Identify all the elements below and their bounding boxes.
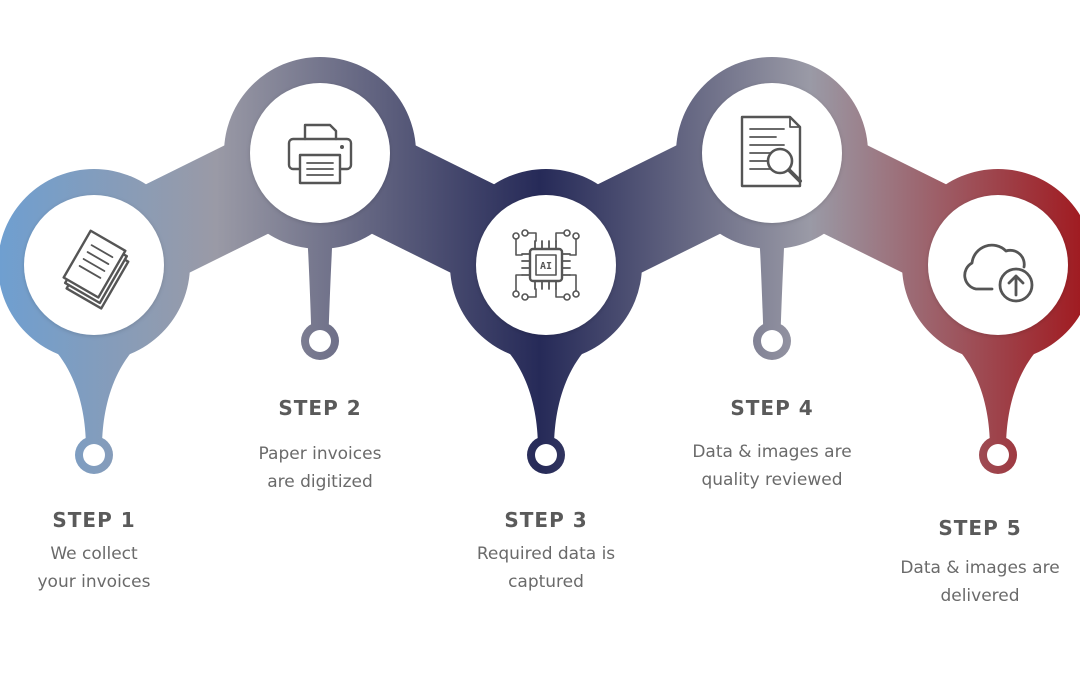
step-3-desc-line-1: Required data is — [476, 544, 616, 564]
step-2-desc-line-1: Paper invoices — [258, 444, 382, 464]
cloud-upload-icon — [963, 243, 1034, 303]
step-5-desc-line-1: Data & images are — [900, 558, 1060, 578]
step-1-desc-line-1: We collect — [50, 544, 138, 564]
step-3-pin-hole — [535, 444, 557, 466]
step-2-title: STEP 2 — [278, 396, 362, 420]
step-4-desc-line-2: quality reviewed — [701, 470, 843, 490]
ai-chip-label: AI — [540, 261, 552, 272]
step-5-pin-hole — [987, 444, 1009, 466]
step-5-title: STEP 5 — [938, 516, 1022, 540]
step-4-desc-line-1: Data & images are — [692, 442, 852, 462]
step-5-ribbon-stem — [958, 349, 1038, 449]
step-3-icon-disc — [476, 195, 616, 335]
step-5-icon-disc — [928, 195, 1068, 335]
step-5-desc-line-2: delivered — [940, 586, 1020, 606]
step-2-icon-disc — [250, 83, 390, 223]
step-3-title: STEP 3 — [504, 508, 588, 532]
document-search-icon — [740, 115, 802, 188]
step-2-desc-line-2: are digitized — [267, 472, 373, 492]
step-4-pin-hole — [761, 330, 783, 352]
step-1-desc-line-2: your invoices — [37, 572, 151, 592]
step-2-description: Paper invoices are digitized — [200, 440, 440, 496]
step-4-title: STEP 4 — [730, 396, 814, 420]
step-2-pin-hole — [309, 330, 331, 352]
step-1-pin-hole — [83, 444, 105, 466]
step-5-description: Data & images are delivered — [880, 554, 1080, 610]
step-3-description: Required data is captured — [426, 540, 666, 596]
step-4-description: Data & images are quality reviewed — [652, 438, 892, 494]
step-3-desc-line-2: captured — [508, 572, 584, 592]
step-1-ribbon-stem — [54, 349, 134, 449]
step-1-description: We collect your invoices — [0, 540, 214, 596]
documents-icon — [62, 229, 130, 310]
step-3-ribbon-stem — [506, 349, 586, 449]
printer-icon — [287, 123, 353, 185]
step-1-title: STEP 1 — [52, 508, 136, 532]
ai-chip-icon: AI — [512, 229, 580, 301]
